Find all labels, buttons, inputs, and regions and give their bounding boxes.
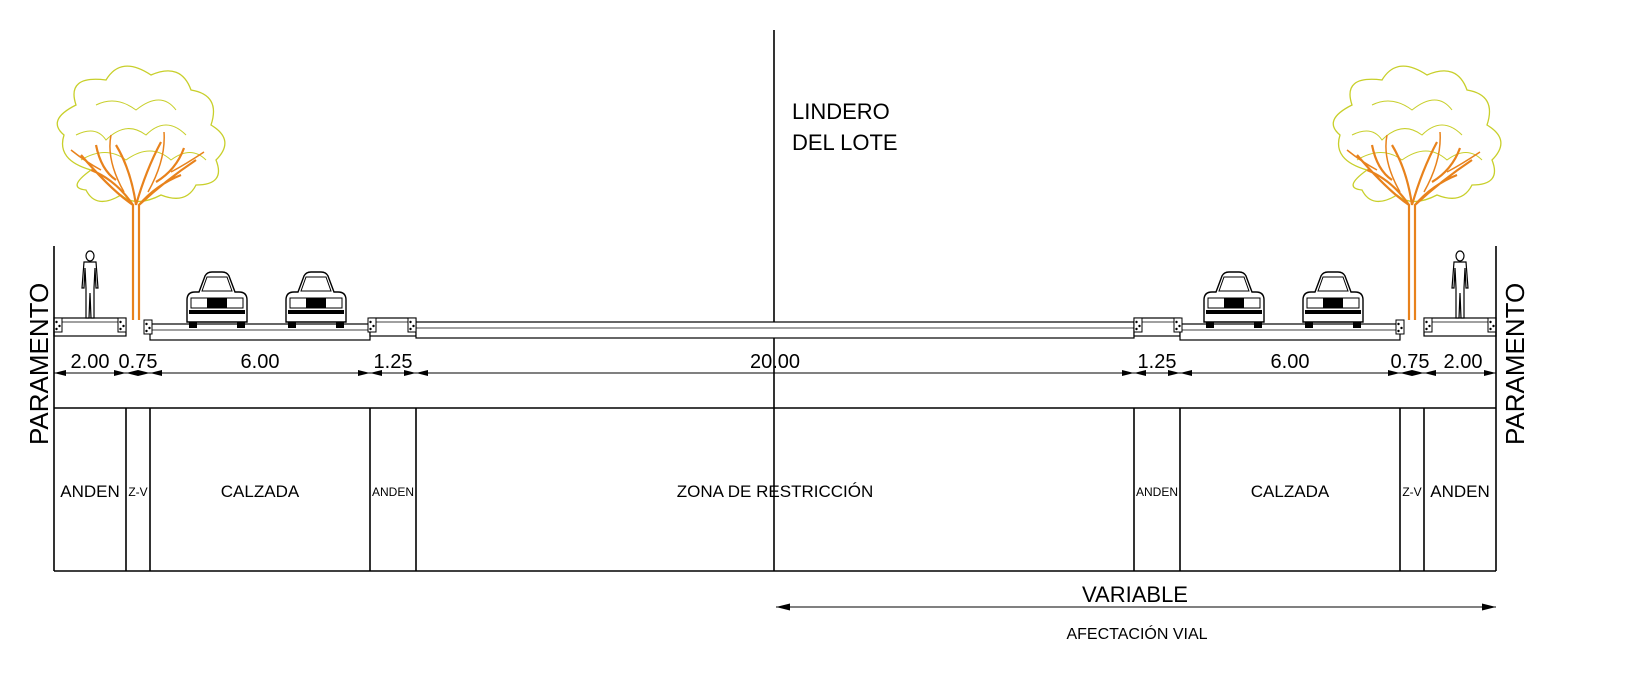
boundary-label-line2: DEL LOTE bbox=[792, 130, 898, 155]
person-left bbox=[81, 250, 99, 319]
afectacion-label: AFECTACIÓN VIAL bbox=[1066, 624, 1207, 643]
zone-zv-right: Z-V bbox=[1402, 485, 1421, 499]
car-left-2 bbox=[285, 271, 347, 329]
road-surface bbox=[53, 317, 1497, 341]
zone-calzada-left: CALZADA bbox=[221, 482, 300, 501]
zone-table bbox=[54, 407, 1496, 572]
dim-zona-restriccion: 20.00 bbox=[750, 351, 800, 373]
dim-anden-median-right: 1.25 bbox=[1138, 351, 1177, 373]
car-left-1 bbox=[186, 271, 248, 329]
variable-label: VARIABLE bbox=[1082, 582, 1188, 607]
zone-anden-left: ANDEN bbox=[60, 482, 120, 501]
zone-anden-median-left: ANDEN bbox=[372, 485, 414, 499]
dimension-line bbox=[54, 370, 1496, 376]
dim-calzada-right: 6.00 bbox=[1271, 351, 1310, 373]
zone-zv-left: Z-V bbox=[128, 485, 147, 499]
dim-anden-median-left: 1.25 bbox=[374, 351, 413, 373]
car-right-2 bbox=[1302, 271, 1364, 329]
dim-calzada-left: 6.00 bbox=[241, 351, 280, 373]
dim-zv-right: 0.75 bbox=[1391, 351, 1430, 373]
person-right bbox=[1451, 250, 1469, 319]
tree-right bbox=[1332, 65, 1502, 322]
dim-zv-left: 0.75 bbox=[119, 351, 158, 373]
variable-arrow bbox=[776, 603, 1496, 611]
facade-label-left: PARAMENTO bbox=[24, 283, 54, 445]
dim-anden-left: 2.00 bbox=[71, 351, 110, 373]
boundary-label-line1: LINDERO bbox=[792, 99, 890, 124]
zone-anden-median-right: ANDEN bbox=[1136, 485, 1178, 499]
zone-restriccion: ZONA DE RESTRICCIÓN bbox=[677, 482, 873, 501]
dim-anden-right: 2.00 bbox=[1444, 351, 1483, 373]
zone-anden-right: ANDEN bbox=[1430, 482, 1490, 501]
zone-calzada-right: CALZADA bbox=[1251, 482, 1330, 501]
facade-label-right: PARAMENTO bbox=[1500, 283, 1530, 445]
car-right-1 bbox=[1203, 271, 1265, 329]
